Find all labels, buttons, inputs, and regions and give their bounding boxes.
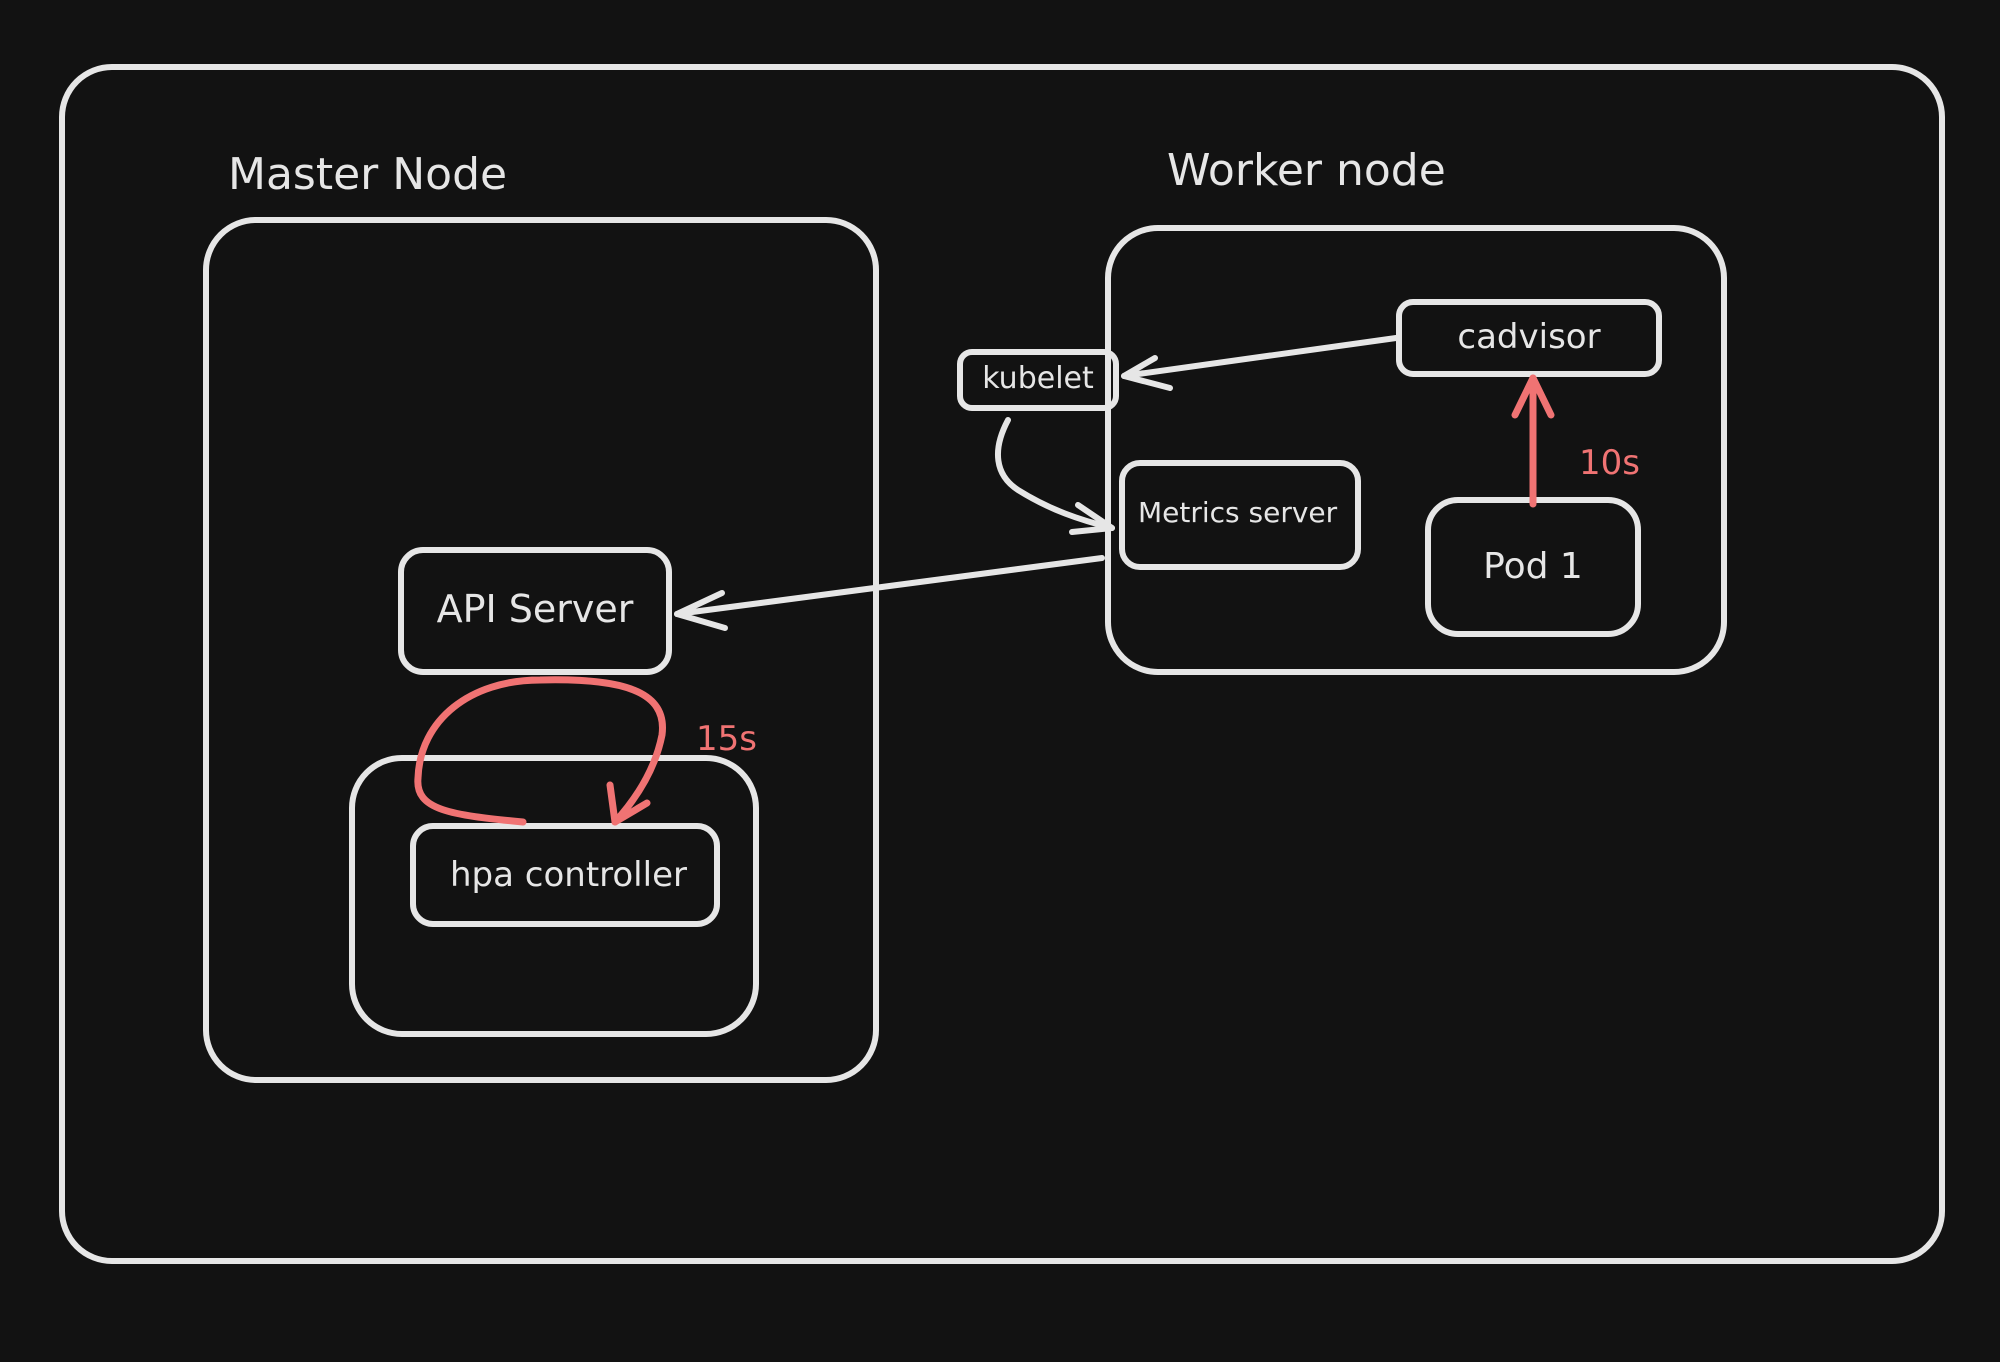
kubelet-to-metrics-arrow <box>994 417 1115 531</box>
hpa-loop-arrow <box>414 676 666 826</box>
cadvisor-label: cadvisor <box>1457 317 1600 357</box>
hpa-loop-arrowhead <box>606 781 651 826</box>
metrics-to-api-arrowhead <box>674 590 728 631</box>
pod-to-cadvisor-arrowhead <box>1511 374 1555 419</box>
api-server-label: API Server <box>437 587 634 631</box>
hpa-controller-label: hpa controller <box>450 855 687 895</box>
worker-node-box <box>1105 225 1727 675</box>
master-node-box <box>203 217 879 1083</box>
kubelet-box <box>957 349 1119 411</box>
cluster-boundary <box>59 64 1945 1264</box>
worker-node-title: Worker node <box>1167 145 1446 196</box>
api-server-box <box>398 547 672 675</box>
hpa-container-box <box>349 755 759 1037</box>
kubelet-label: kubelet <box>982 361 1094 396</box>
hpa-controller-box <box>410 823 720 927</box>
metrics-server-label: Metrics server <box>1138 496 1338 529</box>
cadvisor-to-kubelet-arrow <box>1121 335 1399 379</box>
metrics-to-api-arrow <box>674 555 1105 617</box>
pod-scrape-interval: 10s <box>1579 443 1640 483</box>
cadvisor-to-kubelet-arrowhead <box>1121 355 1173 391</box>
master-node-title: Master Node <box>228 149 507 200</box>
pod-label: Pod 1 <box>1483 546 1583 587</box>
metrics-server-box <box>1119 460 1361 570</box>
hpa-loop-interval: 15s <box>696 719 757 759</box>
kubelet-to-metrics-arrowhead <box>1069 502 1115 535</box>
